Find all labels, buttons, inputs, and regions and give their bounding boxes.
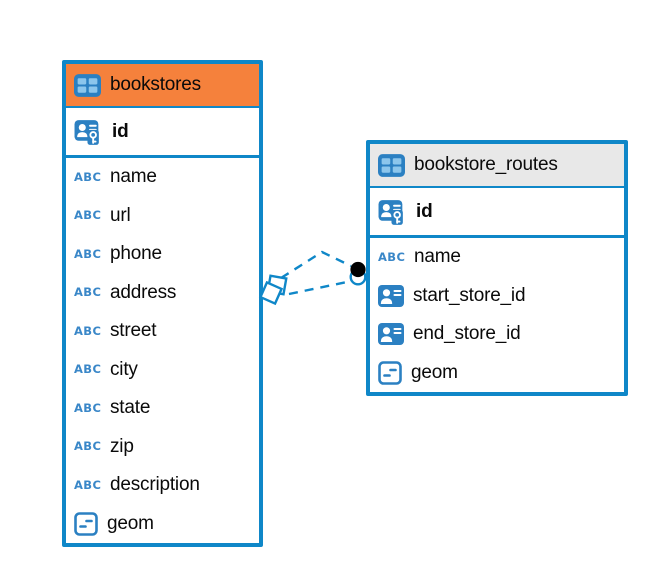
table-bookstores[interactable]: bookstores id ABC name ABC url ABC phone…: [62, 60, 263, 547]
geometry-type-icon: [378, 361, 402, 385]
text-type-icon: ABC: [74, 285, 102, 299]
column-row[interactable]: id: [370, 188, 624, 238]
table-header[interactable]: bookstore_routes: [370, 144, 624, 188]
column-name: name: [110, 166, 157, 188]
text-type-icon: ABC: [74, 439, 102, 453]
one-end-dot-icon: [350, 261, 366, 278]
relationship-line-upper[interactable]: [280, 250, 352, 280]
column-row[interactable]: end_store_id: [370, 315, 624, 354]
table-title: bookstore_routes: [414, 154, 558, 175]
column-name: zip: [110, 435, 134, 457]
primary-key-icon: [378, 198, 407, 227]
column-row[interactable]: ABC state: [66, 389, 259, 428]
column-name: url: [110, 204, 131, 226]
column-row[interactable]: ABC description: [66, 466, 259, 505]
column-row[interactable]: ABC name: [370, 238, 624, 277]
many-end-stacked-squares-icon: [258, 274, 288, 306]
reference-id-icon: [378, 285, 404, 307]
text-type-icon: ABC: [74, 169, 102, 184]
text-type-icon: ABC: [378, 249, 406, 264]
column-row[interactable]: ABC name: [66, 158, 259, 197]
column-name: geom: [411, 361, 458, 383]
column-row[interactable]: id: [66, 108, 259, 158]
column-row[interactable]: geom: [66, 504, 259, 543]
column-name: address: [110, 281, 177, 303]
column-name: name: [414, 246, 461, 268]
column-name: state: [110, 397, 151, 419]
column-name: id: [416, 200, 433, 222]
column-row[interactable]: ABC street: [66, 312, 259, 351]
column-name: geom: [107, 512, 154, 534]
column-row[interactable]: ABC address: [66, 273, 259, 312]
text-type-icon: ABC: [74, 362, 102, 376]
table-bookstore-routes[interactable]: bookstore_routes id ABC name start_store…: [366, 140, 628, 396]
text-type-icon: ABC: [74, 400, 102, 415]
table-icon: [74, 74, 101, 97]
column-name: id: [112, 120, 129, 142]
table-icon: [378, 154, 405, 177]
one-end-ring-icon: [349, 268, 367, 286]
table-header[interactable]: bookstores: [66, 64, 259, 108]
table-title: bookstores: [110, 74, 201, 95]
column-row[interactable]: ABC url: [66, 196, 259, 235]
column-row[interactable]: geom: [370, 353, 624, 392]
column-name: description: [110, 474, 200, 496]
text-type-icon: ABC: [74, 477, 102, 492]
column-row[interactable]: ABC zip: [66, 427, 259, 466]
reference-id-icon: [378, 323, 404, 345]
text-type-icon: ABC: [74, 323, 102, 338]
column-name: start_store_id: [413, 284, 526, 306]
column-row[interactable]: ABC city: [66, 350, 259, 389]
column-row[interactable]: start_store_id: [370, 276, 624, 315]
relationship-line-lower[interactable]: [288, 280, 348, 296]
text-type-icon: ABC: [74, 246, 102, 261]
column-name: phone: [110, 243, 162, 265]
column-name: street: [110, 320, 157, 342]
primary-key-icon: [74, 118, 103, 147]
column-row[interactable]: ABC phone: [66, 235, 259, 274]
column-name: end_store_id: [413, 323, 521, 345]
geometry-type-icon: [74, 512, 98, 536]
column-name: city: [110, 358, 138, 380]
text-type-icon: ABC: [74, 208, 102, 222]
